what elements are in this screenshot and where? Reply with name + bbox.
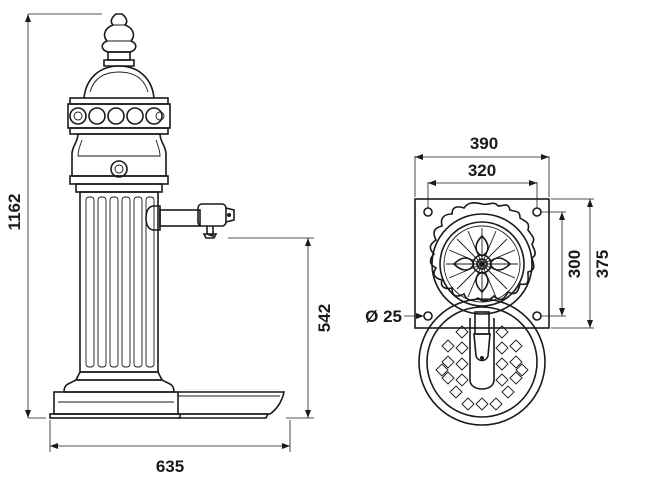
dimension-hole-width: 320 [427, 161, 538, 208]
plate-width-dimension-label: 390 [470, 134, 498, 153]
dimension-plate-width: 390 [414, 134, 550, 197]
dimension-hole-diameter: Ø 25 [365, 307, 424, 326]
fountain-spout [145, 203, 235, 239]
dimension-plate-depth: 375 [551, 198, 612, 329]
column-top [429, 202, 536, 315]
fountain-ring-band [67, 103, 171, 135]
fountain-basin [178, 391, 285, 419]
dimension-height: 1162 [5, 13, 102, 419]
plate-depth-dimension-label: 375 [593, 250, 612, 278]
spout-height-dimension-label: 542 [315, 304, 334, 332]
width-dimension-label: 635 [156, 457, 184, 476]
mount-hole [532, 207, 542, 217]
fountain-top-view [414, 198, 550, 426]
mount-hole [423, 207, 433, 217]
fountain-side-view [49, 13, 285, 419]
hole-diameter-label: Ø 25 [365, 307, 402, 326]
dimension-width: 635 [49, 420, 291, 476]
basin-top [418, 298, 546, 426]
spout-top [473, 311, 491, 362]
hole-spacing-width-label: 320 [468, 161, 496, 180]
dimension-spout-height: 542 [228, 237, 334, 419]
height-dimension-label: 1162 [5, 194, 24, 231]
fountain-dome [69, 65, 169, 105]
mount-hole [423, 311, 433, 321]
mount-hole [532, 311, 542, 321]
fountain-finial [101, 13, 137, 67]
fountain-collar [69, 133, 169, 193]
hole-spacing-depth-label: 300 [565, 250, 584, 278]
fountain-base [49, 371, 181, 419]
base-plate [414, 198, 550, 329]
dimension-hole-depth: 300 [541, 211, 584, 317]
